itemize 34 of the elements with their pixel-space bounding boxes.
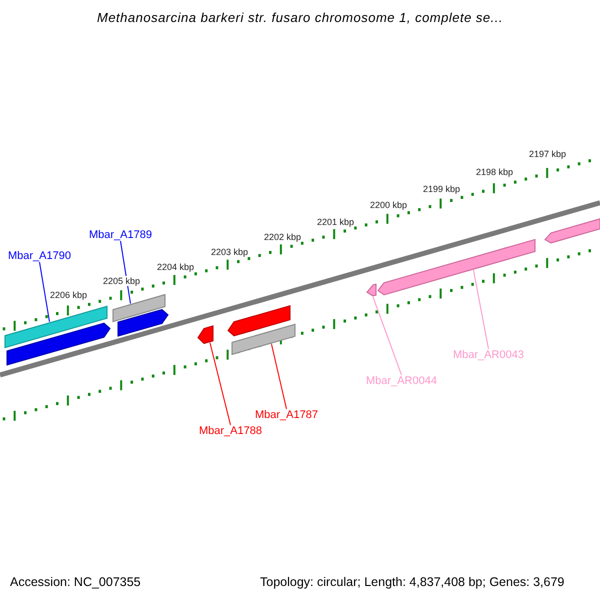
gene-feature xyxy=(4,306,108,348)
gene-feature xyxy=(377,238,536,296)
leader-line xyxy=(372,296,402,376)
gene-label: Mbar_AR0043 xyxy=(453,349,524,361)
title: Methanosarcina barkeri str. fusaro chromosome 1, complete se... xyxy=(96,10,504,25)
scale-label: 2205 kbp xyxy=(103,276,140,286)
gene-label: Mbar_A1787 xyxy=(255,409,318,421)
footer-text: Accession: NC_007355 xyxy=(10,575,141,589)
scale-label: 2200 kbp xyxy=(370,200,408,210)
gene-label: Mbar_A1788 xyxy=(199,425,262,437)
scale-label: 2204 kbp xyxy=(157,262,194,272)
gene-feature xyxy=(6,322,111,366)
gene-feature xyxy=(112,294,166,322)
leader-line xyxy=(210,342,231,426)
scale-label: 2198 kbp xyxy=(476,167,514,177)
leader-line xyxy=(39,262,50,322)
scale-label: 2203 kbp xyxy=(211,247,248,257)
gene-feature xyxy=(544,218,600,244)
scale-label: 2201 kbp xyxy=(317,217,354,227)
gene-feature xyxy=(118,308,169,337)
scale-label: 2199 kbp xyxy=(423,184,460,194)
gene-label: Mbar_A1789 xyxy=(89,229,152,241)
gene-label: Mbar_AR0044 xyxy=(366,375,437,387)
gene-feature xyxy=(232,324,296,356)
leader-line xyxy=(120,240,131,304)
footer-text: Topology: circular; Length: 4,837,408 bp; Genes: 3,679 xyxy=(260,575,564,589)
gene-label: Mbar_A1790 xyxy=(8,250,71,262)
scale-label: 2197 kbp xyxy=(529,149,566,159)
scale-label: 2202 kbp xyxy=(264,232,302,242)
gene-feature xyxy=(227,305,290,336)
scale-label: 2206 kbp xyxy=(50,290,88,300)
leader-line xyxy=(271,344,287,410)
gene-feature xyxy=(197,325,214,344)
leader-line xyxy=(473,270,489,350)
